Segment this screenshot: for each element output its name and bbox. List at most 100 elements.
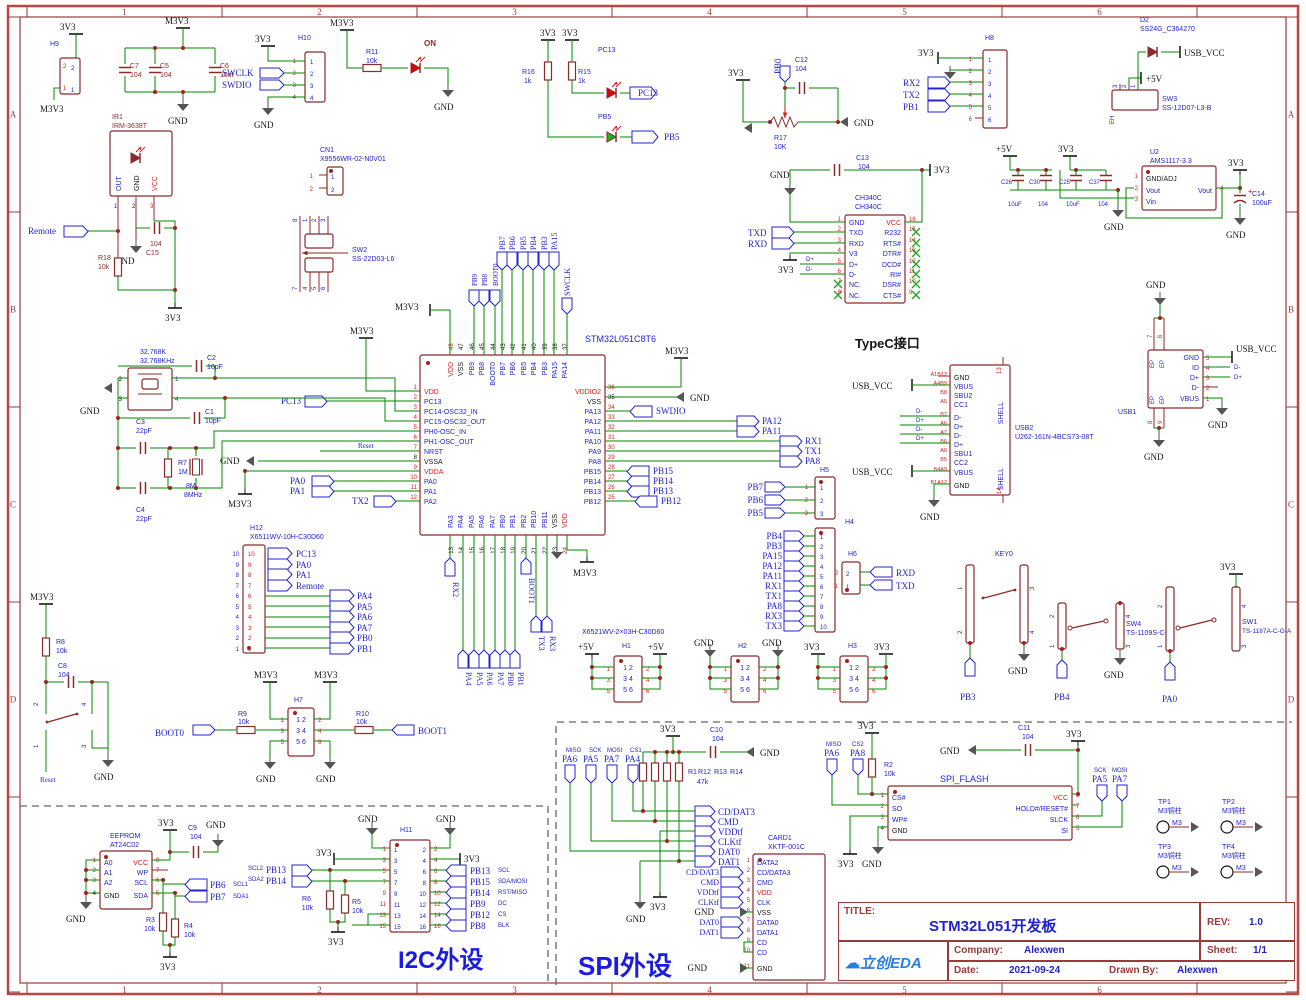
net-tag[interactable] (764, 481, 786, 493)
connector-h9[interactable] (59, 57, 81, 95)
sw4-contact[interactable] (1057, 602, 1067, 650)
net-tag[interactable] (1116, 784, 1128, 802)
tp4[interactable] (1220, 865, 1234, 879)
led[interactable] (606, 131, 618, 143)
net-tag[interactable] (517, 251, 529, 271)
net-tag[interactable] (771, 226, 795, 239)
usb-uart-ch340c[interactable] (844, 214, 906, 304)
net-tag[interactable] (445, 908, 467, 921)
net-tag[interactable] (468, 649, 480, 669)
net-tag[interactable] (561, 297, 573, 315)
resistor[interactable] (325, 890, 335, 910)
connector-h1-5v[interactable] (613, 655, 643, 703)
net-tag[interactable] (267, 579, 293, 592)
resistor[interactable] (113, 257, 123, 277)
connector-h5[interactable] (814, 476, 836, 520)
net-tag[interactable] (720, 916, 744, 929)
net-tag[interactable] (391, 724, 415, 736)
slide-switch-contact[interactable] (304, 233, 334, 249)
net-tag[interactable] (267, 568, 293, 581)
net-tag[interactable] (1056, 659, 1068, 679)
resistor[interactable] (163, 458, 173, 478)
net-tag[interactable] (184, 878, 208, 891)
net-tag[interactable] (783, 560, 805, 572)
net-tag[interactable] (527, 251, 539, 271)
net-tag[interactable] (720, 866, 744, 879)
net-tag[interactable] (267, 558, 293, 571)
net-tag[interactable] (783, 570, 805, 582)
net-tag[interactable] (964, 657, 976, 677)
net-tag[interactable] (694, 805, 716, 818)
net-tag[interactable] (783, 610, 805, 622)
switch-contact[interactable] (1067, 625, 1073, 631)
sw1-contact[interactable] (1165, 586, 1175, 652)
net-tag[interactable] (499, 649, 511, 669)
net-tag[interactable] (631, 130, 659, 144)
net-tag[interactable] (445, 875, 467, 888)
net-tag[interactable] (629, 86, 657, 100)
net-tag[interactable] (548, 251, 560, 271)
connector-h11-display[interactable] (389, 839, 431, 933)
key0-contact[interactable] (1019, 564, 1029, 644)
sd-card-xktf001c[interactable] (752, 853, 826, 981)
resistor[interactable] (340, 894, 350, 914)
connector-h10-swd[interactable] (304, 51, 326, 103)
switch-arm[interactable] (1071, 620, 1105, 629)
resistor[interactable] (650, 762, 660, 782)
connector-h2-gnd[interactable] (730, 655, 760, 703)
resistor[interactable] (867, 758, 877, 778)
net-tag[interactable] (489, 289, 501, 307)
connector-cn1[interactable] (326, 166, 344, 196)
usb-typec-usb2[interactable] (949, 364, 1011, 496)
net-tag[interactable] (694, 825, 716, 838)
net-tag[interactable] (783, 620, 805, 632)
sw1-contact[interactable] (1231, 586, 1241, 652)
net-tag[interactable] (304, 395, 328, 408)
net-tag[interactable] (764, 507, 786, 519)
net-tag[interactable] (478, 289, 490, 307)
net-tag[interactable] (329, 589, 355, 602)
led[interactable] (606, 87, 618, 99)
resistor[interactable] (236, 725, 256, 735)
net-tag[interactable] (694, 855, 716, 868)
net-tag[interactable] (764, 494, 786, 506)
net-tag[interactable] (259, 67, 285, 79)
spi-flash-ic[interactable] (887, 785, 1073, 841)
key0-contact[interactable] (965, 564, 975, 644)
net-tag[interactable] (445, 864, 467, 877)
net-tag[interactable] (496, 251, 508, 271)
net-tag[interactable] (468, 289, 480, 307)
net-tag[interactable] (779, 455, 803, 468)
net-tag[interactable] (329, 621, 355, 634)
resistor[interactable] (41, 637, 51, 657)
slide-switch-sw3[interactable] (1111, 89, 1159, 111)
polarized-capacitor[interactable] (1233, 199, 1247, 204)
led[interactable] (130, 152, 142, 164)
resistor[interactable] (362, 63, 382, 73)
net-tag[interactable] (783, 590, 805, 602)
net-tag[interactable] (783, 600, 805, 612)
net-tag[interactable] (1096, 784, 1108, 802)
net-tag[interactable] (736, 415, 760, 428)
resistor[interactable] (567, 61, 577, 81)
resistor[interactable] (638, 762, 648, 782)
resistor[interactable] (543, 61, 553, 81)
switch-arm[interactable] (983, 589, 1015, 599)
net-tag[interactable] (626, 485, 650, 498)
net-tag[interactable] (291, 864, 313, 877)
net-tag[interactable] (538, 251, 550, 271)
tp2[interactable] (1220, 820, 1234, 834)
net-tag[interactable] (259, 79, 285, 91)
resistor[interactable] (674, 762, 684, 782)
net-tag[interactable] (720, 896, 744, 909)
connector-h12[interactable] (242, 544, 266, 654)
led[interactable] (410, 62, 422, 74)
usb-connector-usb1[interactable] (1147, 349, 1204, 409)
net-tag[interactable] (329, 642, 355, 655)
net-tag[interactable] (694, 815, 716, 828)
net-tag[interactable] (373, 495, 397, 508)
net-tag[interactable] (520, 557, 532, 575)
resistor[interactable] (662, 762, 672, 782)
net-tag[interactable] (541, 615, 553, 633)
